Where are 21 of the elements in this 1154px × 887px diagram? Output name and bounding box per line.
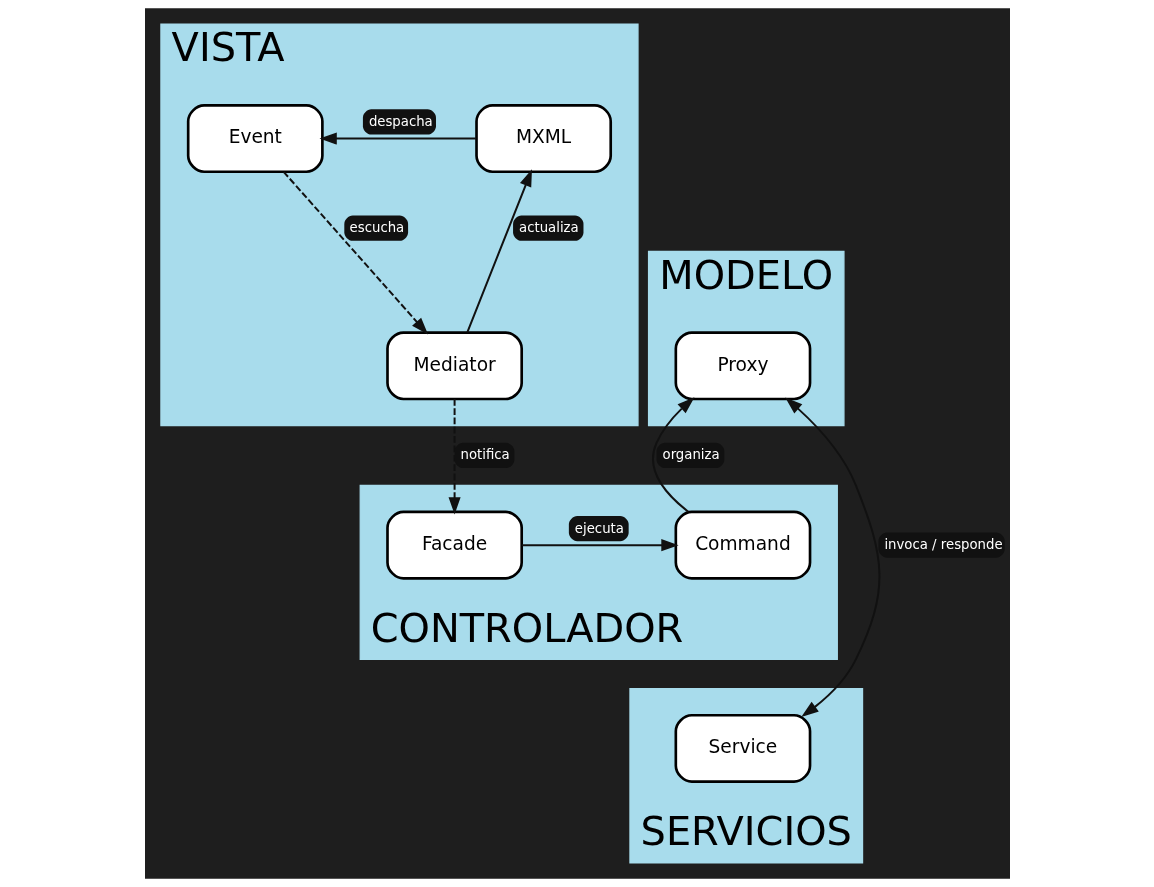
- edge-label: escucha: [349, 220, 404, 236]
- node-box: Event: [186, 104, 324, 174]
- node-box: Facade: [385, 510, 523, 580]
- edge-label: ejecuta: [574, 520, 624, 536]
- arrow: [520, 539, 679, 552]
- edge-label: notifica: [460, 447, 510, 463]
- arrow: [465, 169, 532, 334]
- node-box: Service: [674, 713, 811, 783]
- arrow: [282, 171, 428, 335]
- arrow: [651, 397, 694, 513]
- edge-label: despacha: [368, 113, 433, 129]
- node-box: Mediator: [385, 331, 523, 401]
- arrow: [784, 397, 880, 717]
- edge-label: actualiza: [518, 220, 579, 236]
- node-box: MXML: [474, 104, 612, 174]
- arrow: [319, 132, 477, 145]
- edge-label: organiza: [662, 447, 720, 463]
- arrow: [448, 398, 461, 515]
- node-box: Proxy: [674, 331, 811, 401]
- node-box: Command: [674, 510, 811, 580]
- edge-label: invoca / responde: [883, 537, 1003, 553]
